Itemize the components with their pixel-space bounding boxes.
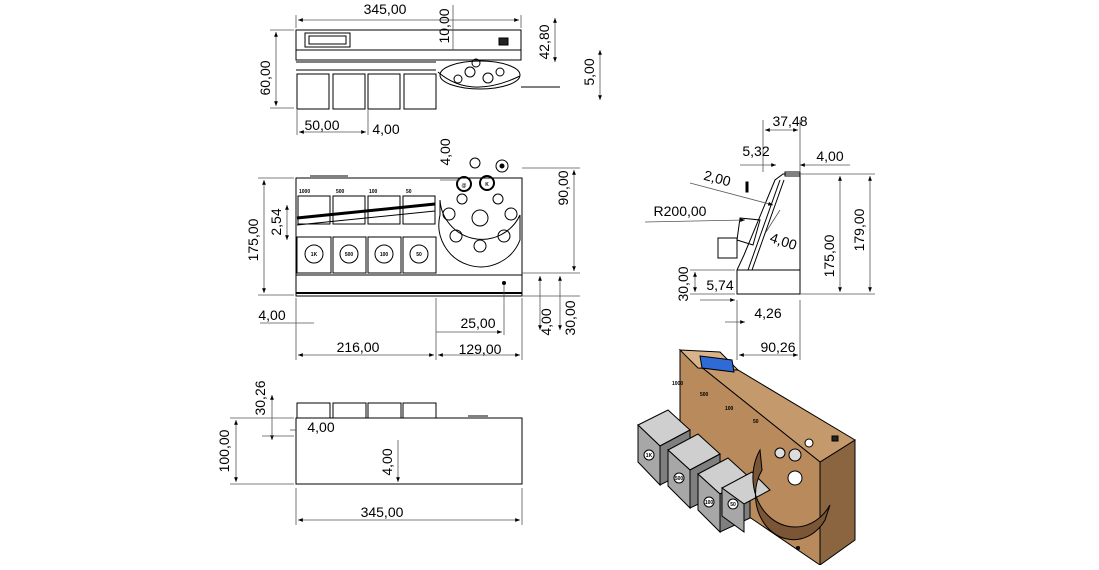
dim-side-top-depth: 37,48 — [772, 113, 807, 129]
dim-front-led-offset: 25,00 — [460, 315, 495, 331]
top-view — [295, 29, 560, 110]
dim-bottom-bin-depth: 30,26 — [252, 380, 268, 415]
front-view — [295, 157, 523, 356]
front-bins — [296, 236, 437, 274]
dim-front-left-margin: 4,00 — [258, 307, 285, 323]
dim-side-lip: 5,32 — [742, 143, 769, 159]
front-view-dimensions: 175,00 2,54 4,00 90,00 4,00 216,00 129,0… — [245, 138, 580, 360]
side-view-dimensions: 37,48 5,32 4,00 2,00 R200,00 4,00 175,00… — [644, 113, 875, 360]
dim-top-bin-width: 50,00 — [304, 117, 339, 133]
iso-wheel — [752, 438, 831, 541]
front-coin-label-1: 1K — [311, 252, 318, 258]
iso-coins — [643, 449, 739, 510]
iso-labels: 1000 500 100 50 1K 500 100 50 — [646, 381, 759, 508]
front-buttons — [456, 157, 509, 192]
lcd-outline — [304, 32, 351, 48]
iso-coin-label-3: 100 — [705, 500, 714, 506]
dim-side-total-height: 179,00 — [851, 208, 867, 251]
iso-coin-label-4: 50 — [730, 502, 736, 508]
dim-top-depth: 60,00 — [257, 60, 273, 95]
bottom-view — [295, 402, 523, 485]
top-view-body — [295, 29, 522, 61]
front-coin-label-2: 500 — [345, 252, 354, 258]
front-view-body — [295, 177, 523, 297]
top-bins — [296, 61, 437, 110]
dim-front-wheel-width: 129,00 — [459, 341, 502, 357]
iso-slot-label-3: 100 — [725, 406, 734, 412]
dim-side-tray-offset: 5,74 — [706, 277, 733, 293]
front-slots — [296, 195, 436, 226]
isometric-view — [637, 348, 856, 566]
dim-front-button: 4,00 — [437, 138, 453, 165]
dim-side-depth: 90,26 — [760, 339, 795, 355]
front-slot-label-3: 100 — [369, 189, 378, 195]
side-view-body — [736, 173, 801, 295]
front-coin-label-3: 100 — [380, 252, 389, 258]
front-coin-circles — [304, 244, 429, 264]
dim-front-height: 175,00 — [245, 218, 261, 261]
front-button-label-1: @ — [462, 183, 467, 189]
side-view — [717, 171, 801, 295]
dim-top-bin-gap: 4,00 — [372, 121, 399, 137]
dim-bottom-foot: 4,00 — [379, 448, 395, 475]
dim-bottom-width: 345,00 — [361, 504, 404, 520]
led-hole — [502, 281, 506, 285]
dim-front-bins-width: 216,00 — [337, 339, 380, 355]
top-view-dimensions: 345,00 60,00 10,00 42,80 5,00 50,00 4,00 — [257, 1, 602, 137]
front-button-label-2: K — [485, 182, 489, 188]
dim-top-rear: 42,80 — [536, 24, 552, 59]
side-bin — [717, 237, 738, 259]
front-coin-label-4: 50 — [416, 252, 422, 258]
iso-slot-label-4: 50 — [753, 419, 759, 425]
dim-front-slot-gap: 2,54 — [268, 208, 284, 235]
dim-bottom-body-height: 100,00 — [216, 429, 232, 472]
dim-front-led-height: 4,00 — [538, 308, 554, 335]
dim-bottom-wall: 4,00 — [307, 419, 334, 435]
dim-side-inner-height: 175,00 — [821, 234, 837, 277]
dim-top-panel: 10,00 — [436, 8, 452, 43]
dim-side-top-ledge: 4,00 — [816, 148, 843, 164]
iso-coin-label-1: 1K — [646, 453, 653, 459]
iso-slot-label-1: 1000 — [672, 381, 683, 387]
dim-side-slant: 4,00 — [768, 229, 799, 253]
dim-front-base-height: 30,00 — [562, 300, 578, 335]
front-labels: 1000 500 100 50 1K 500 100 50 @ K — [299, 182, 489, 258]
dim-top-step: 5,00 — [581, 58, 597, 85]
dim-side-wall: 2,00 — [702, 167, 733, 190]
front-slot-label-4: 50 — [406, 189, 412, 195]
dim-side-base-height: 30,00 — [675, 266, 691, 301]
lcd-screen — [699, 355, 735, 373]
front-slot-label-1: 1000 — [299, 189, 310, 195]
bottom-view-dimensions: 30,26 100,00 4,00 4,00 345,00 — [216, 380, 523, 525]
iso-coin-label-2: 500 — [675, 476, 684, 482]
dim-side-radius: R200,00 — [654, 203, 707, 219]
front-slot-label-2: 500 — [336, 189, 345, 195]
iso-slot-label-2: 500 — [700, 392, 709, 398]
top-coin-wheel — [437, 58, 521, 90]
dim-front-wheel: 90,00 — [555, 170, 571, 205]
dim-top-width: 345,00 — [364, 1, 407, 17]
front-coin-wheel — [438, 193, 521, 268]
dim-side-front-offset: 4,26 — [754, 305, 781, 321]
